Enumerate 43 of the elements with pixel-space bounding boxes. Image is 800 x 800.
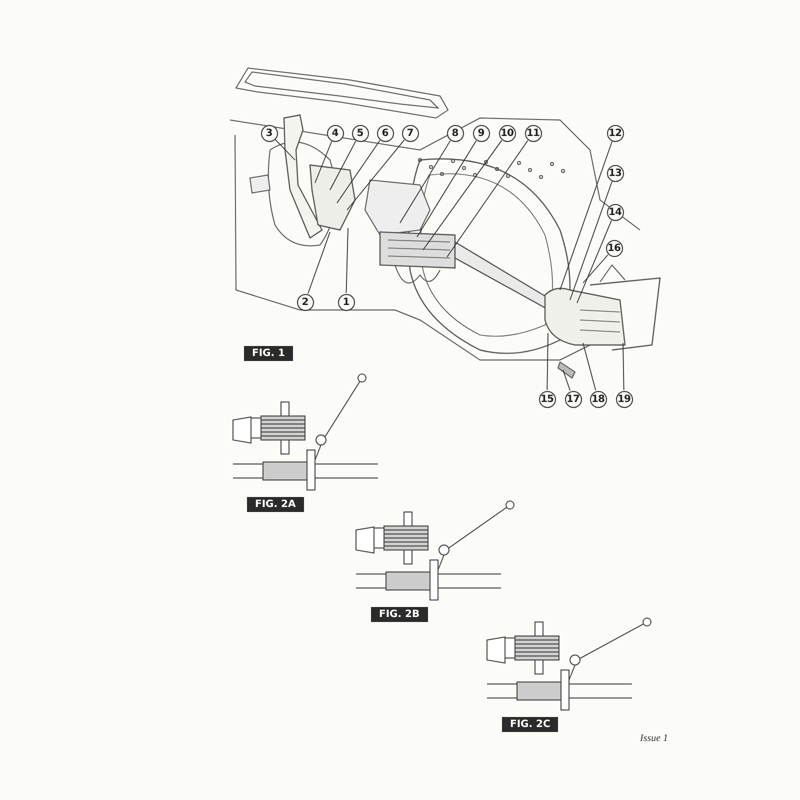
callout-number: 2 [296,294,314,310]
leader-line [346,228,348,294]
leader-line [330,140,356,190]
leader-line [422,140,502,250]
callout-number: 18 [590,390,606,408]
leader-line [570,181,612,300]
figure-label: FIG. 2A [247,497,304,512]
leader-line [622,342,624,390]
leader-line [576,220,612,304]
callout-number: 17 [564,390,582,408]
leader-line [446,140,528,258]
leader-line [546,332,548,390]
figure-label: FIG. 1 [244,346,293,361]
callout-number: 3 [260,124,278,142]
callout-number: 15 [538,390,556,408]
leader-line [582,342,596,391]
issue-note: Issue 1 [640,733,668,744]
callout-number: 1 [338,294,354,310]
callout-number: 4 [326,124,344,142]
callout-number: 9 [472,124,490,142]
callout-number: 12 [606,124,624,142]
leader-line [274,139,296,160]
leader-line [416,140,477,238]
leader-line [400,140,451,224]
leader-line [336,140,380,204]
leader-line [346,140,405,210]
figure-label: FIG. 2C [502,717,558,732]
callout-number: 6 [376,124,394,142]
leader-line [560,141,612,290]
callout-number: 11 [524,124,542,142]
callout-number: 7 [402,124,418,142]
callout-number: 8 [446,124,464,142]
leader-line [562,370,571,391]
callout-number: 13 [606,164,624,182]
callout-number: 14 [606,204,624,220]
leader-line [308,232,330,294]
callout-number: 5 [352,124,368,142]
callout-number: 19 [616,390,632,408]
figure-label: FIG. 2B [371,607,428,622]
leader-line [582,254,608,284]
leader-line [314,140,332,184]
callout-number: 10 [498,124,516,142]
callout-number: 16 [606,240,622,256]
